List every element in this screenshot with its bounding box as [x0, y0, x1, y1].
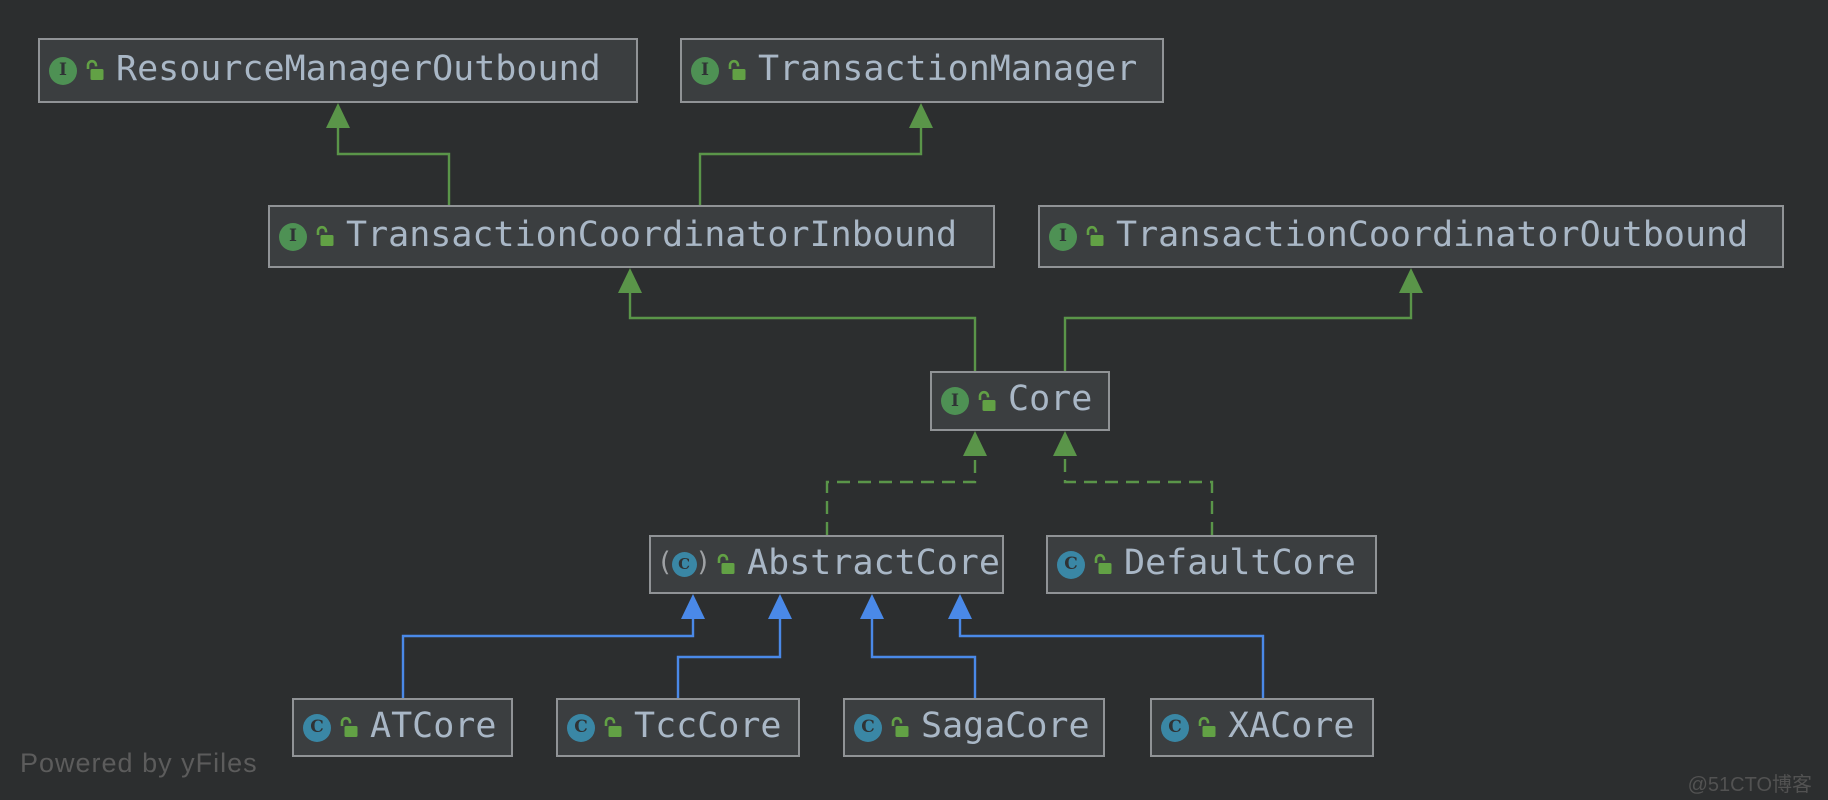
interface-letter: I [701, 60, 709, 80]
edge-defaultcore-implements-core [1053, 431, 1214, 535]
public-lock-icon [340, 716, 358, 737]
node-transaction-manager[interactable]: I TransactionManager [680, 38, 1164, 103]
interface-icon: I [279, 222, 307, 251]
interface-letter: I [951, 390, 959, 411]
public-lock-icon [978, 390, 996, 411]
interface-letter: I [59, 60, 67, 80]
public-lock-icon [604, 716, 622, 737]
interface-icon: I [941, 387, 969, 415]
node-xa-core[interactable]: C XACore [1150, 698, 1374, 757]
node-label: XACore [1228, 705, 1355, 746]
interface-letter: I [289, 226, 297, 246]
powered-by-yfiles-label: Powered by yFiles [20, 748, 258, 778]
node-saga-core[interactable]: C SagaCore [843, 698, 1105, 757]
class-letter: C [1168, 717, 1182, 737]
class-icon: C [1161, 713, 1189, 742]
edge-tcccore-extends-abstractcore [676, 594, 792, 698]
node-label: SagaCore [921, 705, 1090, 746]
edge-atcore-extends-abstractcore [401, 594, 705, 698]
node-label: TccCore [634, 705, 782, 746]
node-label: DefaultCore [1124, 542, 1356, 583]
interface-icon: I [691, 56, 719, 85]
edge-core-extends-inbound [618, 268, 977, 371]
class-letter: C [678, 555, 691, 573]
class-icon: C [854, 713, 882, 742]
node-at-core[interactable]: C ATCore [292, 698, 513, 757]
node-resource-manager-outbound[interactable]: I ResourceManagerOutbound [38, 38, 638, 103]
public-lock-icon [1198, 716, 1216, 737]
public-lock-icon [1094, 553, 1112, 574]
public-lock-icon [717, 553, 735, 574]
node-transaction-coordinator-outbound[interactable]: I TransactionCoordinatorOutbound [1038, 205, 1784, 268]
class-letter: C [1064, 554, 1078, 574]
edge-sagacore-extends-abstractcore [860, 594, 977, 698]
node-label: TransactionCoordinatorInbound [346, 214, 958, 255]
class-letter: C [861, 717, 875, 737]
node-abstract-core[interactable]: ( C ) AbstractCore [649, 535, 1004, 594]
abstract-paren-close: ) [697, 547, 709, 578]
edge-core-extends-outbound [1063, 268, 1423, 371]
watermark-51cto: @51CTO博客 [1687, 774, 1812, 796]
class-letter: C [574, 717, 588, 737]
node-tcc-core[interactable]: C TccCore [556, 698, 800, 757]
public-lock-icon [728, 59, 746, 80]
public-lock-icon [891, 716, 909, 737]
interface-icon: I [1049, 222, 1077, 251]
edge-inbound-extends-resourcemanageroutbound [326, 103, 451, 205]
node-label: TransactionManager [758, 48, 1138, 89]
public-lock-icon [86, 59, 104, 80]
node-label: AbstractCore [747, 542, 1000, 583]
class-letter: C [310, 717, 324, 737]
node-core[interactable]: I Core [930, 371, 1110, 431]
node-transaction-coordinator-inbound[interactable]: I TransactionCoordinatorInbound [268, 205, 995, 268]
node-default-core[interactable]: C DefaultCore [1046, 535, 1377, 594]
class-icon: C [303, 713, 331, 742]
edge-inbound-extends-transactionmanager [698, 103, 933, 205]
node-label: TransactionCoordinatorOutbound [1116, 214, 1749, 255]
public-lock-icon [316, 225, 334, 246]
abstract-class-icon: ( C ) [660, 549, 708, 580]
public-lock-icon [1086, 225, 1104, 246]
class-icon: C [1057, 550, 1085, 579]
edge-abstractcore-implements-core [825, 431, 987, 535]
node-label: ATCore [370, 705, 497, 746]
node-label: ResourceManagerOutbound [116, 48, 601, 89]
interface-letter: I [1059, 226, 1067, 246]
abstract-paren-open: ( [660, 547, 671, 578]
interface-icon: I [49, 56, 77, 85]
node-label: Core [1008, 379, 1093, 419]
edge-xacore-extends-abstractcore [948, 594, 1265, 698]
class-icon: C [567, 713, 595, 742]
